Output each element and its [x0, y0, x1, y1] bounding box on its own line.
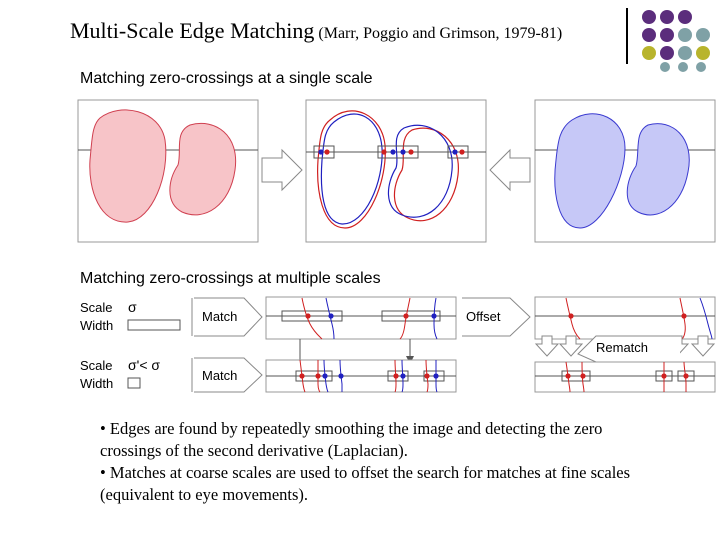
- rematch-label: Rematch: [596, 340, 648, 355]
- zero-crossing-point-red: [681, 313, 687, 319]
- down-arrow-icon: [534, 335, 560, 357]
- dot-teal: [678, 62, 688, 72]
- match-label-2: Match: [202, 368, 237, 383]
- row2-width-label: Width: [80, 376, 113, 391]
- dot-teal: [660, 62, 670, 72]
- arrow-right-icon: [261, 148, 303, 192]
- title-divider: [626, 8, 628, 64]
- row2-middle-strip: [265, 359, 457, 393]
- dot-olive: [642, 46, 656, 60]
- right-blob-large: [554, 113, 626, 229]
- row2-scale-label: Scale: [80, 358, 113, 373]
- zero-crossing-point-red: [580, 373, 586, 379]
- match-label: Match: [202, 309, 237, 324]
- zero-crossing-point-blue: [452, 149, 458, 155]
- row2-width-box: [127, 377, 141, 389]
- zero-crossing-point-red: [324, 149, 330, 155]
- dot-purple: [642, 28, 656, 42]
- left-blob-small: [169, 123, 237, 216]
- zero-crossing-point-red: [299, 373, 305, 379]
- middle-match-panel: [305, 99, 487, 243]
- zero-crossing-point-blue: [400, 373, 406, 379]
- row1-width-box: [127, 319, 181, 331]
- dot-purple: [642, 10, 656, 24]
- zero-crossing-point-red: [403, 313, 409, 319]
- zero-crossing-point-blue: [338, 373, 344, 379]
- zero-crossing-point-red: [305, 313, 311, 319]
- row1-width-label: Width: [80, 318, 113, 333]
- dot-teal: [696, 62, 706, 72]
- match-arrow-icon: [194, 357, 263, 393]
- dot-teal: [696, 28, 710, 42]
- zero-crossing-point-red: [424, 373, 430, 379]
- zero-crossing-point-red: [315, 373, 321, 379]
- offset-label: Offset: [466, 309, 501, 324]
- row1-scale-symbol: σ: [128, 299, 137, 315]
- zero-crossing-point-red: [381, 149, 387, 155]
- zero-crossing-point-red: [408, 149, 414, 155]
- decorative-dot-grid: [640, 8, 720, 72]
- zero-crossing-point-blue: [318, 149, 324, 155]
- dot-purple: [678, 10, 692, 24]
- multi-scale-title: Matching zero-crossings at multiple scal…: [80, 270, 381, 287]
- row1-scale-label: Scale: [80, 300, 113, 315]
- zero-crossing-point-blue: [431, 313, 437, 319]
- arrow-left-icon: [489, 148, 531, 192]
- zero-crossing-point-red: [459, 149, 465, 155]
- zero-crossing-point-blue: [322, 373, 328, 379]
- right-image-panel: [534, 99, 716, 243]
- bullet-list: • Edges are found by repeatedly smoothin…: [100, 418, 660, 506]
- title-main: Multi-Scale Edge Matching: [70, 18, 315, 43]
- slide-title: Multi-Scale Edge Matching (Marr, Poggio …: [70, 18, 562, 44]
- dot-purple: [660, 46, 674, 60]
- down-arrow-icon: [690, 335, 716, 357]
- zero-crossing-figure: Matching zero-crossings at a single scal…: [77, 70, 716, 393]
- row2-right-strip: [534, 361, 716, 393]
- down-arrow-icon: [558, 335, 584, 357]
- dot-teal: [678, 46, 692, 60]
- zero-crossing-point-blue: [433, 373, 439, 379]
- left-blob-large: [89, 109, 167, 223]
- zero-crossing-point-blue: [390, 149, 396, 155]
- dot-teal: [678, 28, 692, 42]
- zero-crossing-point-red: [661, 373, 667, 379]
- dot-purple: [660, 10, 674, 24]
- row1-right-strip: [534, 296, 716, 340]
- title-citation: (Marr, Poggio and Grimson, 1979-81): [318, 25, 563, 42]
- zero-crossing-point-red: [568, 313, 574, 319]
- zero-crossing-point-red: [683, 373, 689, 379]
- single-scale-title: Matching zero-crossings at a single scal…: [80, 70, 373, 87]
- zero-crossing-point-blue: [400, 149, 406, 155]
- right-blob-small: [626, 123, 690, 216]
- zero-crossing-point-red: [565, 373, 571, 379]
- dot-purple: [660, 28, 674, 42]
- zero-crossing-point-red: [393, 373, 399, 379]
- bullet-item: • Matches at coarse scales are used to o…: [100, 463, 631, 504]
- zero-crossing-point-blue: [328, 313, 334, 319]
- row1-middle-strip: [265, 296, 457, 340]
- match-arrow-icon: [194, 297, 263, 337]
- bullet-item: • Edges are found by repeatedly smoothin…: [100, 419, 603, 460]
- dot-olive: [696, 46, 710, 60]
- row2-scale-symbol: σ'< σ: [128, 357, 160, 373]
- offset-arrow-icon: [462, 297, 531, 337]
- left-image-panel: [77, 99, 259, 243]
